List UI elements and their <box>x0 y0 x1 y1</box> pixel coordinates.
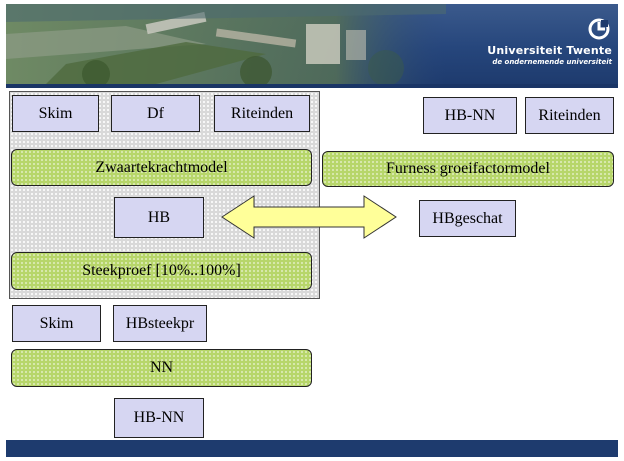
nn-model-pill: NN <box>11 349 312 387</box>
campus-aerial-photo <box>6 4 446 84</box>
hb-box: HB <box>114 197 204 238</box>
university-logo-icon <box>588 18 610 40</box>
university-name: Universiteit Twente <box>487 44 612 57</box>
header-banner: Universiteit Twente de ondernemende univ… <box>6 4 618 84</box>
gravity-model-pill: Zwaartekrachtmodel <box>11 149 312 186</box>
sample-pill: Steekproef [10%..100%] <box>11 252 312 290</box>
double-arrow-icon <box>221 195 397 239</box>
university-logo-text: Universiteit Twente de ondernemende univ… <box>487 44 612 66</box>
hb-nn-input-box: HB-NN <box>423 97 517 134</box>
skim-input-box: Skim <box>12 95 99 132</box>
hb-estimated-box: HBgeschat <box>419 200 516 237</box>
hbsteekpr-input-box: HBsteekpr <box>113 305 207 342</box>
header-stripe <box>6 84 618 88</box>
riteinden-right-input-box: Riteinden <box>525 97 614 134</box>
df-input-box: Df <box>111 95 200 132</box>
furness-model-pill: Furness groeifactormodel <box>322 151 614 187</box>
university-tagline: de ondernemende universiteit <box>492 58 612 66</box>
hb-nn-output-box: HB-NN <box>114 398 204 438</box>
skim-nn-input-box: Skim <box>12 305 101 342</box>
footer-bar <box>6 440 618 457</box>
riteinden-input-box: Riteinden <box>214 95 310 132</box>
slide: Universiteit Twente de ondernemende univ… <box>6 4 618 457</box>
